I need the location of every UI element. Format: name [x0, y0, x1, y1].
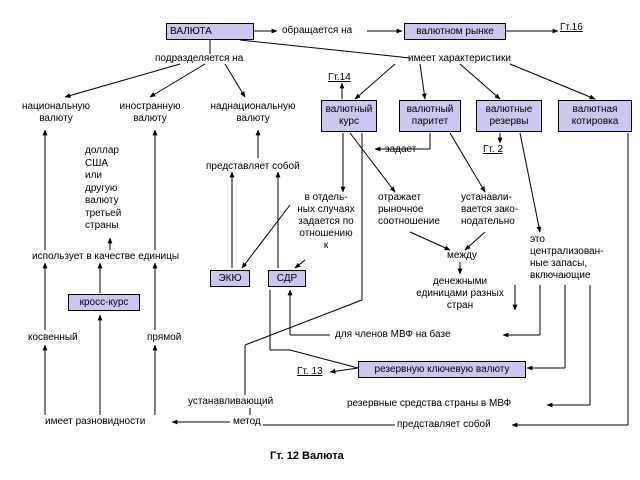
- label-nacionalnuyu: национальную валюту: [21, 101, 91, 124]
- label-inostrannuyu: иностранную валюту: [119, 101, 181, 124]
- label-dollar: доллар США или другую валюту третьей стр…: [85, 145, 122, 231]
- label-pryamoi: прямой: [147, 332, 182, 343]
- ref-gt16[interactable]: Гт.16: [560, 22, 583, 33]
- label-ustanavlivayushchii: устанавливающий: [188, 396, 274, 407]
- label-v-otdelnyh: в отдель- ных случаях задается по отноше…: [297, 192, 355, 251]
- label-mezhdu: между: [447, 250, 477, 261]
- label-ustanavlivaetsya: устанавли- вается зако- нодательно: [461, 192, 519, 227]
- label-predstavlyaet-top: представляет собой: [206, 161, 300, 172]
- label-podrazdelyaetsya: подразделяется на: [155, 53, 244, 64]
- label-eto-centralizovannye: это централизован- ные запасы, включающи…: [530, 234, 604, 281]
- valyutnye-rezervy-box: валютные резервы: [476, 100, 542, 132]
- diagram-caption: Гт. 12 Валюта: [270, 450, 344, 462]
- valyutnaya-kotirovka-box: валютная котировка: [558, 100, 632, 132]
- ref-gt13[interactable]: Гт. 13: [297, 366, 323, 377]
- label-denezhnymi: денежными единицами разных стран: [416, 276, 504, 311]
- label-imeet-harakteristiki: имеет характеристики: [408, 53, 511, 64]
- valyutnyi-paritet-box: валютный паритет: [399, 100, 461, 132]
- valyutnom-rynke-box: валютном рынке: [404, 23, 506, 40]
- label-imeet-raznovidnosti: имеет разновидности: [45, 416, 146, 427]
- label-ispolzuet: использует в качестве единицы: [32, 251, 180, 262]
- label-dlya-chlenov: для членов МВФ на базе: [335, 329, 451, 340]
- kross-kurs-box: кросс-курс: [68, 294, 140, 311]
- label-rezervnye-sredstva: резервные средства страны в МВФ: [347, 398, 512, 409]
- label-nadnacionalnuyu: наднациональную валюту: [210, 101, 296, 124]
- label-zadaet: задает: [385, 144, 417, 155]
- label-predstavlyaet-bottom: представляет собой: [397, 419, 491, 430]
- valyutnyi-kurs-box: валютный курс: [321, 100, 377, 132]
- label-obrashchaetsya: обращается на: [282, 25, 353, 36]
- ref-gt14[interactable]: Гт.14: [328, 72, 351, 83]
- rezervnuyu-klyuchevuyu-box: резервную ключевую валюту: [358, 361, 526, 378]
- label-otrazhaet: отражает рыночное соотношение: [378, 192, 440, 227]
- eku-box: ЭКЮ: [210, 270, 250, 287]
- label-metod: метод: [233, 416, 261, 427]
- valyuta-box: ВАЛЮТА: [166, 23, 254, 40]
- sdr-box: СДР: [268, 270, 306, 287]
- label-kosvennyi: косвенный: [28, 332, 78, 343]
- ref-gt2[interactable]: Гт. 2: [483, 144, 504, 155]
